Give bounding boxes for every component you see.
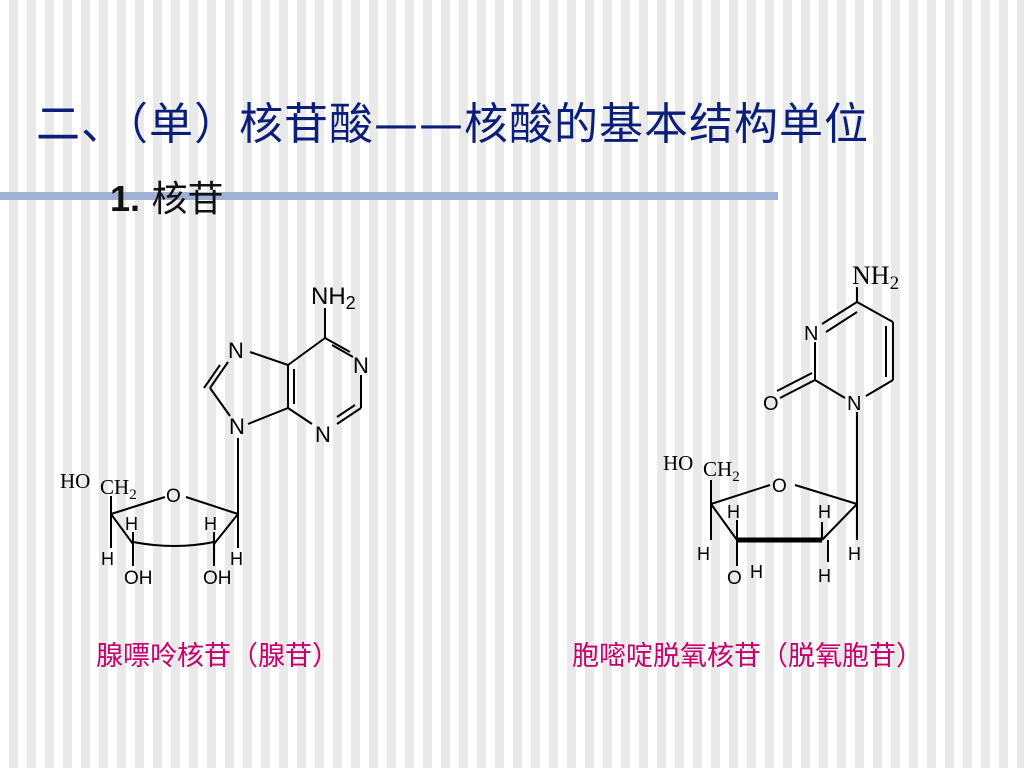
deoxycytidine-h-c2-up: H bbox=[818, 502, 831, 522]
adenosine-oh-c3: OH bbox=[124, 568, 153, 589]
adenosine-h-c3-up: H bbox=[125, 514, 138, 534]
deoxycytidine-ho-label: HO bbox=[663, 451, 693, 475]
adenosine-structure bbox=[110, 308, 362, 566]
deoxycytidine-atom-labels: NH2 N N O HO CH2 O H H H H H O H bbox=[663, 261, 899, 589]
deoxycytidine-h-c3-up: H bbox=[727, 502, 740, 522]
title-underline bbox=[0, 192, 778, 200]
deoxycytidine-amino-label: NH2 bbox=[852, 261, 899, 294]
deoxycytidine-structure bbox=[710, 287, 894, 566]
adenosine-n-ring-top-left: N bbox=[228, 338, 244, 363]
subtitle-text: 核苷 bbox=[151, 179, 224, 220]
adenosine-h-c4: H bbox=[101, 549, 114, 569]
deoxycytidine-h-c1: H bbox=[848, 544, 861, 564]
adenosine-n-ring-right: N bbox=[353, 353, 369, 378]
section-subtitle: 1. 核苷 bbox=[110, 170, 224, 222]
adenosine-ho-label: HO bbox=[60, 469, 90, 493]
adenosine-caption: 腺嘌呤核苷（腺苷） bbox=[96, 641, 339, 672]
adenosine-h-c1: H bbox=[230, 549, 243, 569]
adenosine-n-ring-bottom: N bbox=[315, 422, 331, 447]
deoxycytidine-n1: N bbox=[847, 393, 861, 415]
adenosine-ring-o: O bbox=[166, 486, 181, 507]
deoxycytidine-ch2-label: CH2 bbox=[703, 457, 740, 485]
deoxycytidine-h-c2-down: H bbox=[818, 566, 831, 586]
adenosine-oh-c2: OH bbox=[203, 568, 232, 589]
deoxycytidine-o-c3: O bbox=[727, 568, 742, 589]
subtitle-number: 1. bbox=[110, 178, 141, 219]
adenosine-h-c2-up: H bbox=[204, 514, 217, 534]
deoxycytidine-ring-o: O bbox=[772, 476, 787, 497]
deoxycytidine-caption: 胞嘧啶脱氧核苷（脱氧胞苷） bbox=[572, 641, 923, 672]
adenosine-ch2-label: CH2 bbox=[100, 475, 137, 503]
adenosine-amino-label: NH2 bbox=[311, 283, 356, 313]
adenosine-n-glycosidic: N bbox=[229, 414, 245, 439]
deoxycytidine-h-c4: H bbox=[697, 544, 710, 564]
slide-title: 二、（单）核苷酸——核酸的基本结构单位 bbox=[36, 99, 869, 150]
deoxycytidine-n3: N bbox=[804, 323, 818, 345]
deoxycytidine-carbonyl-o: O bbox=[763, 393, 779, 415]
adenosine-atom-labels: NH2 N N N N HO CH2 O H H H H OH OH bbox=[60, 283, 369, 589]
deoxycytidine-h-c3-o: H bbox=[750, 562, 763, 582]
